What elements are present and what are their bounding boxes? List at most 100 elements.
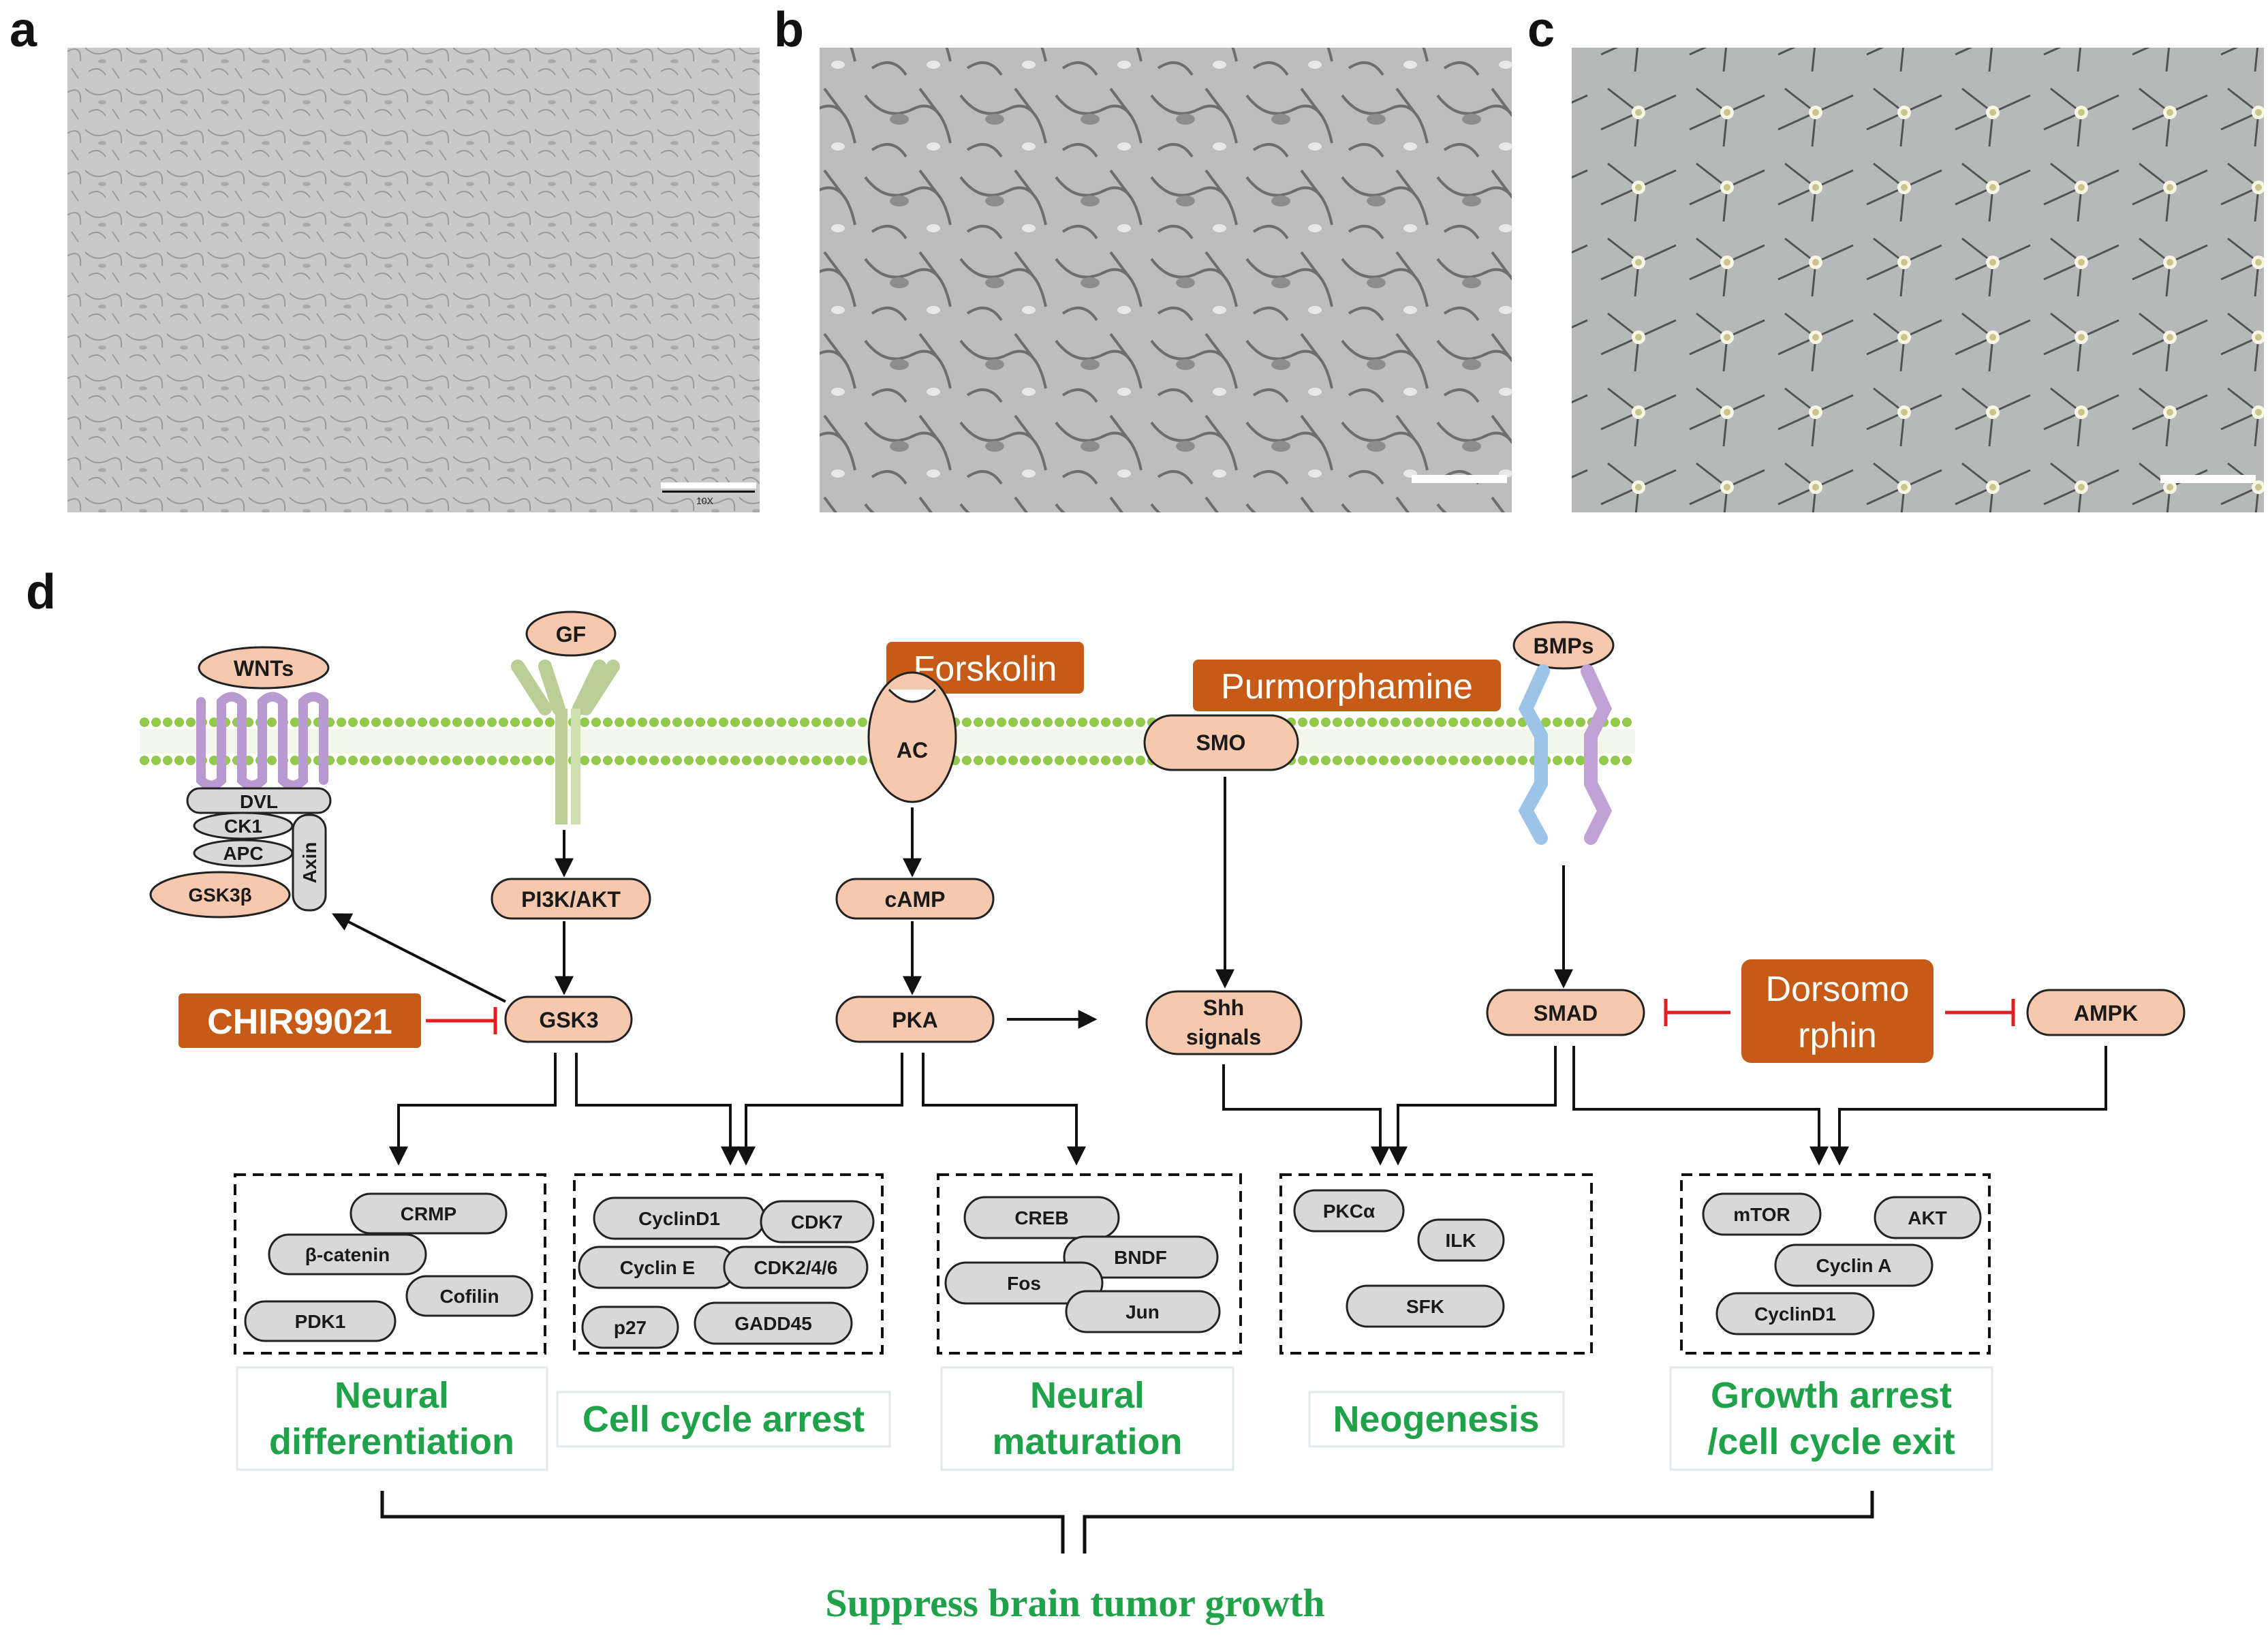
lipid-bead xyxy=(163,717,172,727)
panel-label-b: b xyxy=(774,3,804,57)
lipid-bead xyxy=(186,717,196,727)
lipid-bead xyxy=(383,756,392,765)
lipid-bead xyxy=(985,717,995,727)
lipid-bead xyxy=(1391,717,1400,727)
lipid-bead xyxy=(1321,717,1331,727)
lipid-bead xyxy=(846,756,856,765)
lipid-bead xyxy=(696,717,705,727)
box1-pdk1: PDK1 xyxy=(295,1311,346,1332)
lipid-bead xyxy=(1020,756,1029,765)
lipid-bead xyxy=(1321,756,1331,765)
lipid-bead xyxy=(290,756,300,765)
smad-label: SMAD xyxy=(1534,1001,1598,1025)
lipid-bead xyxy=(626,756,636,765)
lipid-bead xyxy=(418,717,427,727)
box1-cofilin: Cofilin xyxy=(439,1286,499,1307)
lipid-bead xyxy=(1553,756,1562,765)
lipid-bead xyxy=(1333,756,1342,765)
pathway-arrows xyxy=(332,777,2107,1166)
outcome-growth-1: Growth arrest xyxy=(1711,1375,1952,1416)
lipid-bead xyxy=(1113,756,1122,765)
lipid-bead xyxy=(1564,717,1574,727)
destruction-complex: DVL CK1 APC Axin GSK3β xyxy=(149,787,332,918)
micrograph-a: 10X xyxy=(67,48,760,512)
lipid-bead xyxy=(846,717,856,727)
panel-label-c: c xyxy=(1527,3,1555,57)
lipid-bead xyxy=(1031,717,1041,727)
lipid-bead xyxy=(140,756,149,765)
lipid-bead xyxy=(464,717,473,727)
camp-label: cAMP xyxy=(885,887,946,912)
outcome-box-3 xyxy=(940,1366,1234,1471)
lipid-bead xyxy=(452,717,462,727)
lipid-bead xyxy=(672,756,682,765)
lipid-bead xyxy=(626,717,636,727)
lipid-bead xyxy=(661,717,670,727)
box3-jun: Jun xyxy=(1125,1301,1160,1323)
lipid-bead xyxy=(661,756,670,765)
smad-node xyxy=(1486,989,1645,1036)
lipid-bead xyxy=(603,756,612,765)
lipid-bead xyxy=(522,717,531,727)
lipid-bead xyxy=(835,717,844,727)
lipid-bead xyxy=(974,717,983,727)
lipid-bead xyxy=(290,717,300,727)
lipid-bead xyxy=(383,717,392,727)
outcome-neural-mat-1: Neural xyxy=(1030,1375,1145,1416)
lipid-bead xyxy=(1414,717,1423,727)
lipid-bead xyxy=(638,717,647,727)
lipid-bead xyxy=(672,717,682,727)
outcome-neural-diff-2: differentiation xyxy=(269,1421,514,1462)
lipid-bead xyxy=(1402,756,1412,765)
lipid-bead xyxy=(1448,756,1458,765)
ck1-pill xyxy=(193,812,294,840)
pi3k-akt-label: PI3K/AKT xyxy=(521,887,621,912)
lipid-bead xyxy=(823,756,833,765)
outcome-growth-2: /cell cycle exit xyxy=(1707,1421,1955,1462)
dorsomorphin-label-1: Dorsomo xyxy=(1766,970,1910,1009)
lipid-bead xyxy=(371,717,381,727)
lipid-bead xyxy=(429,717,439,727)
target-box-3: CREB BNDF Fos Jun xyxy=(937,1173,1242,1355)
axin-label: Axin xyxy=(299,842,320,884)
lipid-bead xyxy=(522,756,531,765)
lipid-bead xyxy=(649,756,659,765)
gf-ligand xyxy=(525,611,617,657)
lipid-bead xyxy=(707,756,717,765)
box4-sfk: SFK xyxy=(1406,1296,1444,1317)
box2-cdk246: CDK2/4/6 xyxy=(754,1257,838,1278)
lipid-bead xyxy=(858,717,867,727)
ac-label: AC xyxy=(897,738,928,762)
lipid-bead xyxy=(545,717,555,727)
lipid-bead xyxy=(1506,717,1516,727)
lipid-bead xyxy=(1078,756,1087,765)
lipid-bead xyxy=(580,717,589,727)
bmp-receptor xyxy=(1518,664,1613,845)
lipid-bead xyxy=(140,717,149,727)
lipid-bead xyxy=(603,717,612,727)
lipid-bead xyxy=(1448,717,1458,727)
panel-label-a: a xyxy=(10,3,37,57)
shh-signals-node xyxy=(1145,990,1303,1055)
lipid-bead xyxy=(1344,756,1354,765)
lipid-bead xyxy=(186,756,196,765)
lipid-bead xyxy=(1043,717,1053,727)
lipid-bead xyxy=(1008,756,1018,765)
lipid-bead xyxy=(800,717,809,727)
ac-node xyxy=(867,671,957,803)
lipid-bead xyxy=(754,756,763,765)
wnts-label: WNTs xyxy=(234,656,294,681)
lipid-bead xyxy=(1622,717,1632,727)
box4-ilk: ILK xyxy=(1445,1230,1476,1251)
lipid-bead xyxy=(209,717,219,727)
lipid-bead xyxy=(545,756,555,765)
lipid-bead xyxy=(151,717,161,727)
lipid-bead xyxy=(406,717,416,727)
lipid-bead xyxy=(1379,756,1388,765)
lipid-bead xyxy=(1414,756,1423,765)
lipid-bead xyxy=(452,756,462,765)
lipid-bead xyxy=(835,756,844,765)
lipid-bead xyxy=(1518,756,1527,765)
lipid-bead xyxy=(499,756,508,765)
